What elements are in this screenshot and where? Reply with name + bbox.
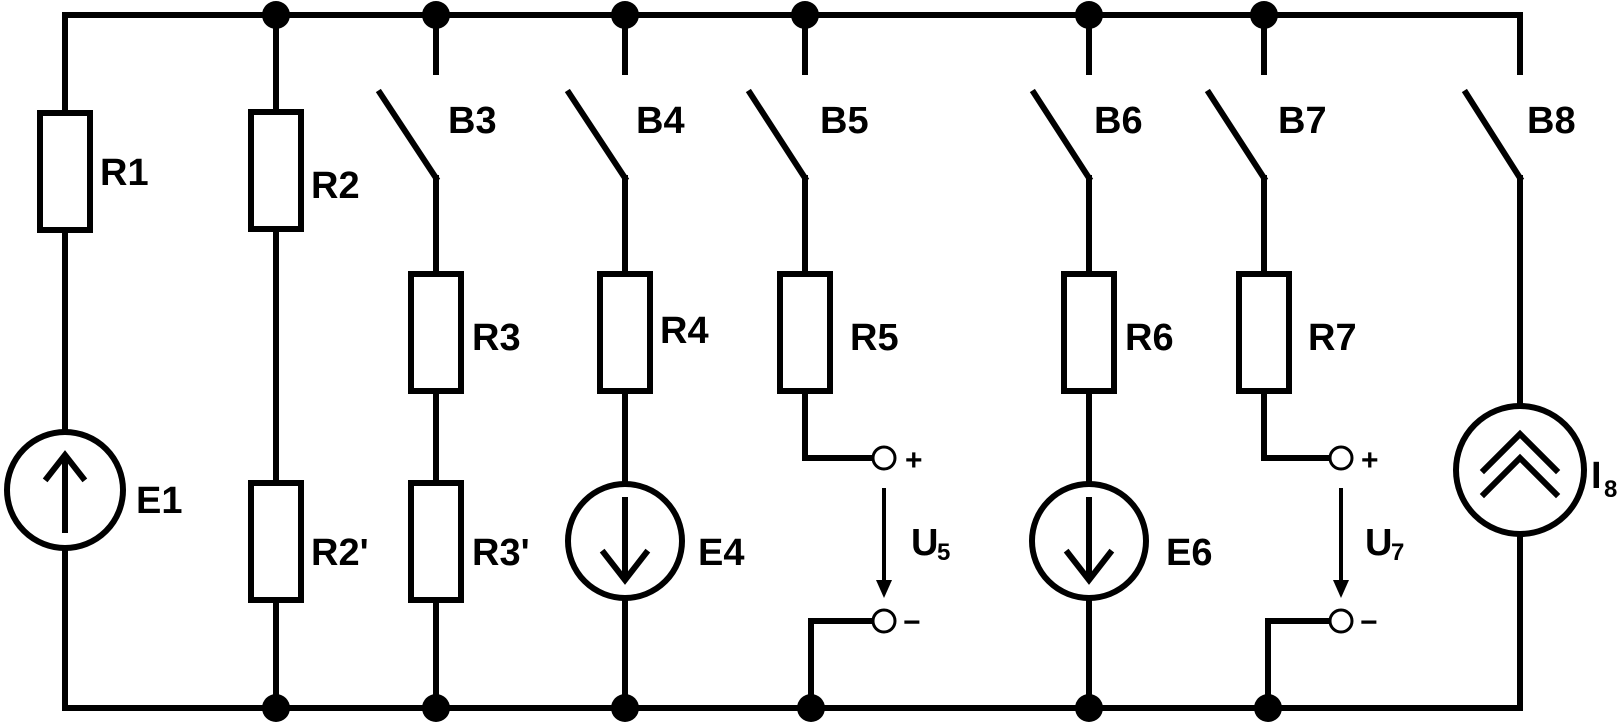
label-r1: R1 <box>100 152 149 194</box>
e6-arrow-head <box>1063 548 1115 585</box>
resistor-r7 <box>1236 271 1292 394</box>
label-r3-prime: R3' <box>472 532 530 574</box>
label-u5: U <box>911 522 938 564</box>
resistor-r4 <box>597 271 653 394</box>
e4-arrow-head <box>599 548 651 585</box>
label-u5-subscript: 5 <box>937 539 950 566</box>
e1-arrow-head <box>42 450 88 483</box>
label-i8: I <box>1591 455 1602 497</box>
switch-b5-blade <box>745 88 810 183</box>
label-i8-subscript: 8 <box>1604 476 1617 503</box>
label-e1: E1 <box>136 480 182 522</box>
node-top-5 <box>791 1 819 29</box>
branch5-minus-to-rail <box>808 618 873 711</box>
resistor-r3 <box>408 271 464 394</box>
label-u7: U <box>1365 522 1392 564</box>
label-b5: B5 <box>820 100 869 142</box>
i8-chevron-lower <box>1479 453 1561 499</box>
plus-sign-5: + <box>905 444 923 477</box>
switch-b4-blade <box>564 88 630 183</box>
node-bottom-6 <box>1075 694 1103 722</box>
resistor-r1 <box>37 110 93 233</box>
terminal-plus-5 <box>871 445 897 471</box>
branch7-minus-to-rail <box>1265 618 1330 711</box>
label-r3: R3 <box>472 317 521 359</box>
u5-arrow-head <box>876 580 892 598</box>
node-top-6 <box>1075 1 1103 29</box>
label-r2: R2 <box>311 165 360 207</box>
resistor-r6 <box>1061 271 1117 394</box>
node-top-2 <box>262 1 290 29</box>
resistor-r2-prime <box>248 480 304 603</box>
node-bottom-4 <box>611 694 639 722</box>
u7-arrow-head <box>1333 580 1349 598</box>
node-bottom-2 <box>262 694 290 722</box>
label-b8: B8 <box>1527 100 1576 142</box>
switch-b8-blade <box>1461 88 1525 183</box>
node-top-4 <box>611 1 639 29</box>
switch-b6-blade <box>1029 88 1094 183</box>
label-r5: R5 <box>850 317 899 359</box>
label-b7: B7 <box>1278 100 1327 142</box>
label-r7: R7 <box>1308 317 1357 359</box>
label-b4: B4 <box>636 100 685 142</box>
label-b3: B3 <box>448 100 497 142</box>
terminal-plus-7 <box>1328 445 1354 471</box>
label-b6: B6 <box>1094 100 1143 142</box>
label-r4: R4 <box>660 310 709 352</box>
plus-sign-7: + <box>1361 444 1379 477</box>
branch5-to-plus-terminal <box>802 388 873 461</box>
resistor-r3-prime <box>408 480 464 603</box>
label-u7-subscript: 7 <box>1391 539 1404 566</box>
label-e4: E4 <box>698 532 744 574</box>
minus-sign-7: − <box>1360 606 1378 639</box>
node-bottom-7 <box>1254 694 1282 722</box>
label-r6: R6 <box>1125 317 1174 359</box>
switch-b3-blade <box>375 88 441 183</box>
label-e6: E6 <box>1166 532 1212 574</box>
label-r2-prime: R2' <box>311 532 369 574</box>
terminal-minus-7 <box>1328 608 1354 634</box>
terminal-minus-5 <box>871 608 897 634</box>
minus-sign-5: − <box>903 606 921 639</box>
switch-b7-blade <box>1204 88 1269 183</box>
node-bottom-5 <box>797 694 825 722</box>
node-top-7 <box>1250 1 1278 29</box>
i8-chevron-upper <box>1479 429 1561 475</box>
branch7-to-plus-terminal <box>1261 388 1330 461</box>
node-top-3 <box>422 1 450 29</box>
current-source-i8 <box>1453 403 1587 537</box>
resistor-r2 <box>248 109 304 232</box>
node-bottom-3 <box>422 694 450 722</box>
resistor-r5 <box>777 271 833 394</box>
